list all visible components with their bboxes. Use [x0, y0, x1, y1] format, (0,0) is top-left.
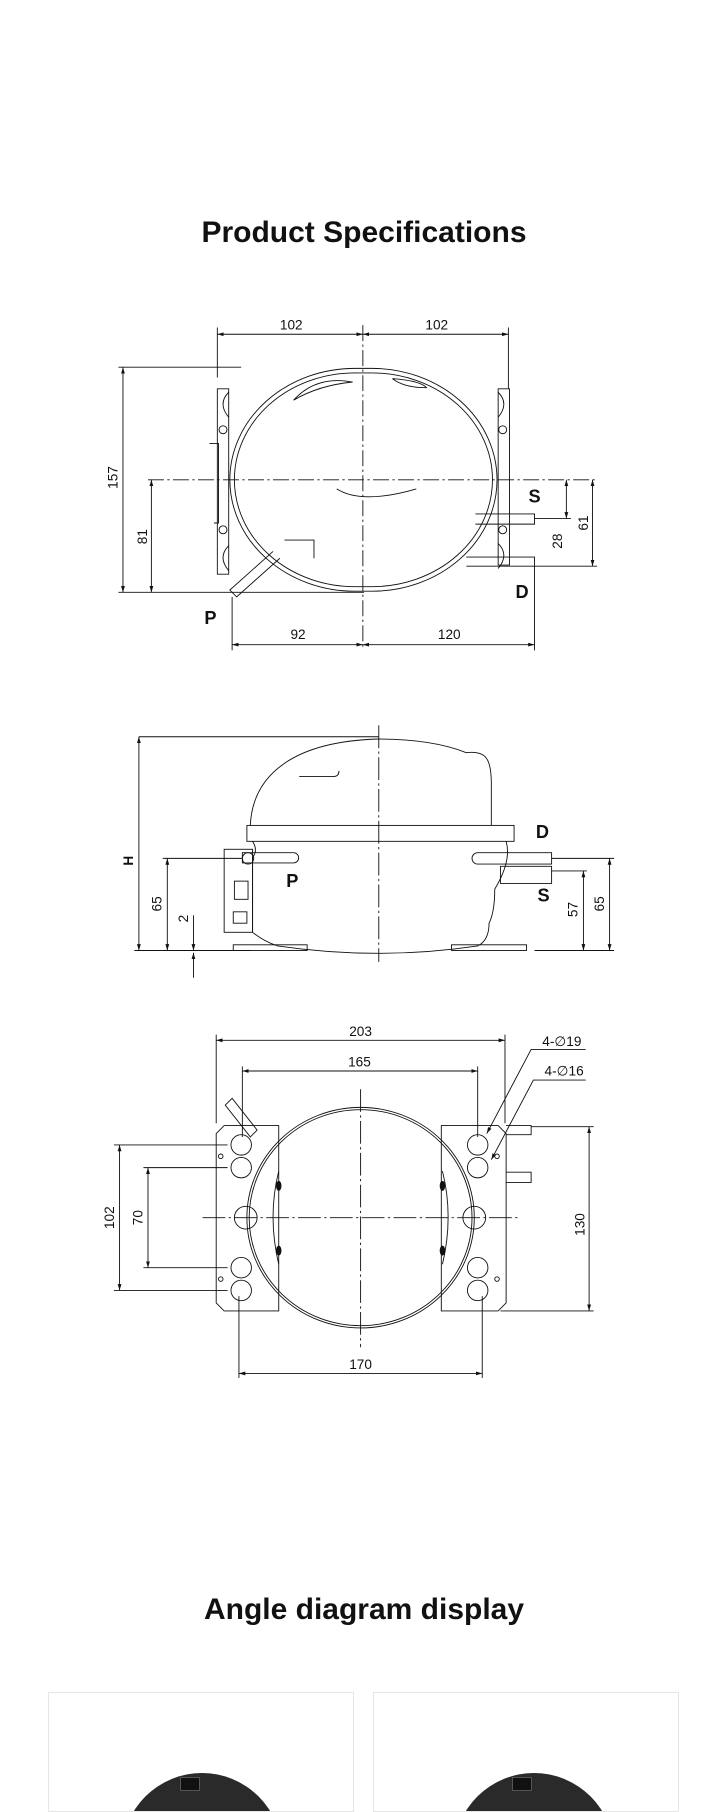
dim-170: 170 [349, 1357, 372, 1372]
dim-81: 81 [135, 529, 150, 544]
dim-120: 120 [438, 627, 461, 642]
label-d: D [515, 582, 528, 602]
compressor-photo-1 [122, 1773, 282, 1811]
terminal-box-icon [512, 1777, 532, 1791]
compressor-photo-2 [454, 1773, 614, 1811]
dim-28: 28 [550, 534, 565, 549]
dim-70: 70 [130, 1210, 145, 1226]
terminal-box-icon [180, 1777, 200, 1791]
side-view-drawing: H 65 2 57 65 D S P [121, 725, 615, 978]
dim-65-left: 65 [150, 896, 165, 911]
dim-65-right: 65 [592, 896, 607, 911]
dim-102-left: 102 [280, 318, 303, 333]
callout-4-d16: 4-∅16 [545, 1064, 584, 1079]
dim-92: 92 [290, 627, 305, 642]
label-p: P [204, 608, 216, 628]
label-s: S [528, 487, 540, 507]
product-specifications-heading: Product Specifications [201, 216, 527, 249]
callout-4-d19: 4-∅19 [542, 1034, 581, 1049]
dim-165: 165 [348, 1054, 371, 1069]
side-label-s: S [538, 886, 550, 906]
side-label-d: D [536, 822, 549, 842]
dim-h: H [121, 856, 136, 866]
angle-diagram-heading: Angle diagram display [203, 1593, 525, 1626]
dim-157: 157 [105, 466, 120, 489]
angle-image-card-1[interactable] [48, 1692, 354, 1812]
dim-61: 61 [576, 515, 591, 530]
dim-102-base: 102 [102, 1206, 117, 1229]
top-view-drawing: 102 102 157 81 61 28 92 120 S D P [105, 318, 598, 651]
dim-57: 57 [566, 902, 581, 917]
base-view-drawing: 203 165 170 102 70 130 4-∅19 4-∅16 [102, 1024, 594, 1378]
dim-203: 203 [349, 1024, 372, 1039]
side-label-p: P [286, 871, 298, 891]
dim-130: 130 [573, 1213, 588, 1236]
angle-image-card-2[interactable] [373, 1692, 679, 1812]
dim-2: 2 [176, 915, 191, 923]
dim-102-right: 102 [425, 318, 448, 333]
